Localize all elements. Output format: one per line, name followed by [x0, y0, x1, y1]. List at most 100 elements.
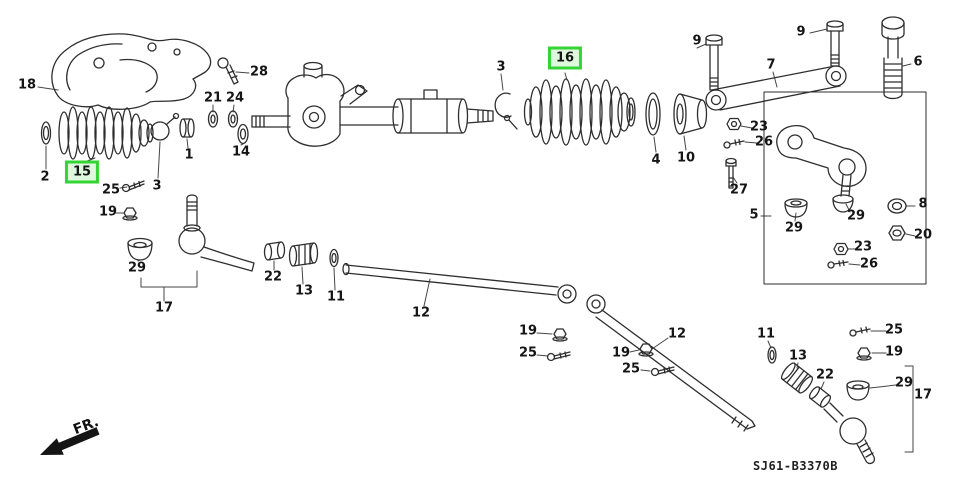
part-label-12[interactable]: 12	[411, 305, 431, 321]
part-label-28[interactable]: 28	[249, 64, 269, 80]
part-label-6[interactable]: 6	[913, 54, 923, 70]
part-label-22[interactable]: 22	[815, 367, 835, 383]
part-label-22[interactable]: 22	[263, 269, 283, 285]
nut-19-bottom-right-drawing	[856, 347, 872, 361]
steering-boot-16-drawing	[523, 78, 636, 146]
ball-cup-29-left-drawing	[127, 237, 153, 261]
part-label-26[interactable]: 26	[754, 134, 774, 150]
ring-11-bottom-right-drawing	[767, 346, 777, 364]
part-label-19[interactable]: 19	[98, 204, 118, 220]
ring-8-drawing	[887, 198, 907, 214]
part-label-23[interactable]: 23	[749, 119, 769, 135]
screw-25-center-a-drawing	[546, 351, 571, 362]
nut-20-drawing	[888, 225, 906, 241]
part-label-9[interactable]: 9	[692, 33, 702, 49]
part-label-9[interactable]: 9	[796, 24, 806, 40]
part-label-14[interactable]: 14	[231, 144, 251, 160]
screw-25-center-b-drawing	[650, 366, 675, 377]
part-label-8[interactable]: 8	[918, 196, 928, 212]
steering-rack-drawing	[251, 61, 494, 147]
part-label-17[interactable]: 17	[154, 300, 174, 316]
part-label-11[interactable]: 11	[326, 289, 346, 305]
screw-26-lower-drawing	[827, 259, 849, 269]
part-label-29[interactable]: 29	[846, 208, 866, 224]
nut-23-upper-drawing	[726, 117, 742, 131]
part-label-25[interactable]: 25	[621, 361, 641, 377]
washer-14-drawing	[237, 123, 249, 145]
ball-cup-29-box-right-drawing	[832, 194, 854, 213]
part-label-25[interactable]: 25	[518, 345, 538, 361]
bushing-22-bottom-right-drawing	[808, 386, 832, 408]
part-label-7[interactable]: 7	[766, 57, 776, 73]
part-label-27[interactable]: 27	[729, 182, 749, 198]
bolt-9-left-drawing	[705, 34, 723, 91]
part-label-24[interactable]: 24	[225, 90, 245, 106]
part-label-20[interactable]: 20	[913, 227, 933, 243]
joint-10-drawing	[673, 93, 708, 135]
part-label-19[interactable]: 19	[611, 345, 631, 361]
part-label-29[interactable]: 29	[127, 260, 147, 276]
fr-direction-arrow-icon	[40, 427, 100, 455]
part-label-13[interactable]: 13	[294, 283, 314, 299]
nut-19-center-a-drawing	[552, 328, 568, 342]
part-label-5[interactable]: 5	[749, 207, 759, 223]
screw-25-bottom-right-drawing	[849, 326, 871, 337]
diagram-code: SJ61-B3370B	[753, 459, 838, 473]
part-label-29[interactable]: 29	[784, 220, 804, 236]
part-label-18[interactable]: 18	[17, 77, 37, 93]
screw-26-upper-drawing	[723, 138, 745, 149]
bolt-9-right-drawing	[826, 20, 844, 67]
steering-boot-15-drawing	[58, 106, 154, 160]
part-label-19[interactable]: 19	[518, 323, 538, 339]
idler-arm-5-drawing	[776, 124, 867, 197]
part-label-25[interactable]: 25	[884, 322, 904, 338]
part-label-12[interactable]: 12	[667, 326, 687, 342]
ring-11-left-drawing	[329, 248, 339, 268]
part-label-3[interactable]: 3	[496, 59, 506, 75]
part-label-25[interactable]: 25	[101, 182, 121, 198]
part-label-19[interactable]: 19	[884, 344, 904, 360]
nut-19-left-drawing	[122, 207, 138, 221]
bushing-1-drawing	[179, 118, 195, 138]
part-label-29[interactable]: 29	[894, 375, 914, 391]
part-label-23[interactable]: 23	[853, 239, 873, 255]
part-label-16[interactable]: 16	[547, 46, 583, 70]
part-label-26[interactable]: 26	[859, 256, 879, 272]
part-label-17[interactable]: 17	[913, 387, 933, 403]
tie-rod-end-17-left-drawing	[178, 194, 255, 272]
part-label-2[interactable]: 2	[40, 169, 50, 185]
part-label-11[interactable]: 11	[756, 326, 776, 342]
idler-link-7-drawing	[705, 65, 847, 111]
cylinder-13-left-drawing	[288, 242, 319, 267]
nut-19-center-b-drawing	[638, 343, 654, 357]
bolt-27-drawing	[725, 157, 737, 189]
gearbox-housing-drawing	[51, 33, 212, 110]
cylinder-13-bottom-right-drawing	[780, 362, 814, 394]
washer-4-drawing	[645, 92, 661, 136]
bushing-22-left-drawing	[263, 241, 286, 261]
screw-25-left-drawing	[121, 180, 145, 193]
boot-clamp-3-top-drawing	[494, 92, 518, 130]
ring-2-drawing	[40, 121, 52, 145]
ball-cup-29-bottom-right-drawing	[846, 380, 870, 401]
rod-12-right-drawing	[586, 294, 756, 432]
part-label-21[interactable]: 21	[203, 90, 223, 106]
boot-clamp-3-left-drawing	[150, 112, 180, 141]
part-label-4[interactable]: 4	[651, 152, 661, 168]
ball-cup-29-box-left-drawing	[784, 198, 808, 218]
part-label-15[interactable]: 15	[64, 160, 100, 184]
tie-rod-end-17-bottom-right-drawing	[823, 402, 876, 465]
idler-arm-assembly-box	[763, 91, 927, 285]
part-label-1[interactable]: 1	[184, 147, 194, 163]
part-label-10[interactable]: 10	[676, 150, 696, 166]
part-label-3[interactable]: 3	[152, 178, 162, 194]
nut-23-lower-drawing	[833, 242, 849, 256]
pivot-bolt-6-drawing	[881, 16, 905, 100]
washer-21-drawing	[207, 110, 219, 128]
washer-24-drawing	[227, 110, 239, 128]
rod-12-left-drawing	[342, 262, 577, 304]
screw-28-drawing	[217, 57, 239, 85]
part-label-13[interactable]: 13	[788, 348, 808, 364]
